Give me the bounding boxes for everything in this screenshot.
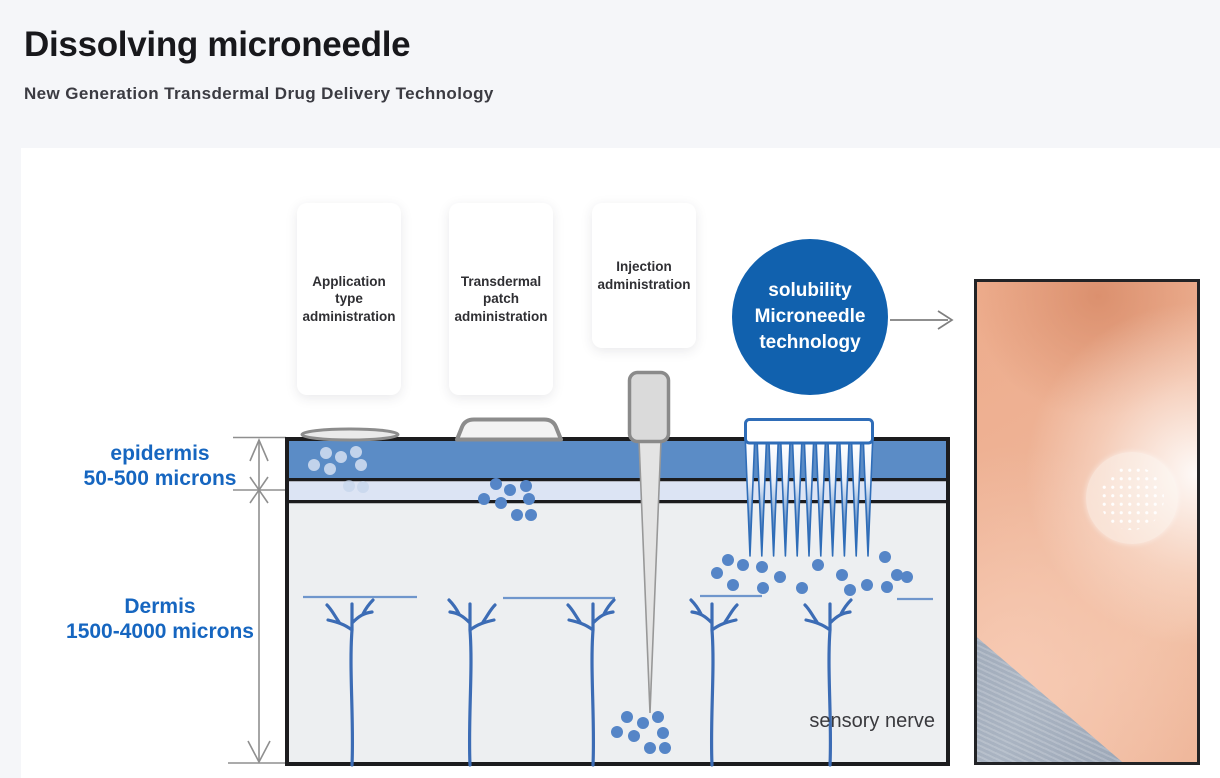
drug-particles-patch — [478, 478, 537, 521]
badge-line: solubility — [768, 280, 852, 301]
cream-disc-icon — [300, 427, 400, 442]
method-card-application: Application type administration — [297, 203, 401, 395]
dimension-indicator-icon — [228, 436, 287, 764]
method-card-label: Transdermal patch administration — [454, 273, 548, 324]
epidermis-label: epidermis 50-500 microns — [30, 441, 290, 491]
patch-icon — [455, 417, 563, 442]
sensory-nerve-label: sensory nerve — [809, 710, 935, 732]
microneedle-array-icon — [744, 418, 874, 557]
arm-photo — [974, 279, 1200, 765]
dermis-range: 1500-4000 microns — [66, 620, 254, 643]
drug-particles-injection — [611, 711, 671, 754]
patch-dot-grid — [1100, 466, 1164, 530]
skin-cross-section — [285, 437, 950, 766]
method-card-transdermal-patch: Transdermal patch administration — [449, 203, 553, 395]
solubility-badge: solubility Microneedle technology — [732, 239, 888, 395]
capillary-lines — [303, 594, 933, 601]
right-arrow-icon — [890, 310, 954, 330]
drug-particles-microneedle — [711, 551, 913, 596]
dermis-name: Dermis — [124, 595, 196, 618]
epidermis-range: 50-500 microns — [83, 467, 237, 490]
method-card-label: Application type administration — [302, 273, 396, 324]
drug-particles-application — [308, 446, 369, 493]
epidermis-name: epidermis — [110, 442, 210, 465]
badge-line: Microneedle — [754, 306, 866, 327]
dermis-label: Dermis 1500-4000 microns — [30, 594, 290, 644]
page-title: Dissolving microneedle — [24, 25, 411, 65]
applied-patch — [1086, 452, 1178, 544]
page-subtitle: New Generation Transdermal Drug Delivery… — [24, 84, 494, 103]
method-card-injection: Injection administration — [592, 203, 696, 348]
badge-line: technology — [759, 332, 861, 353]
syringe-icon — [627, 370, 671, 714]
method-card-label: Injection administration — [597, 258, 691, 292]
